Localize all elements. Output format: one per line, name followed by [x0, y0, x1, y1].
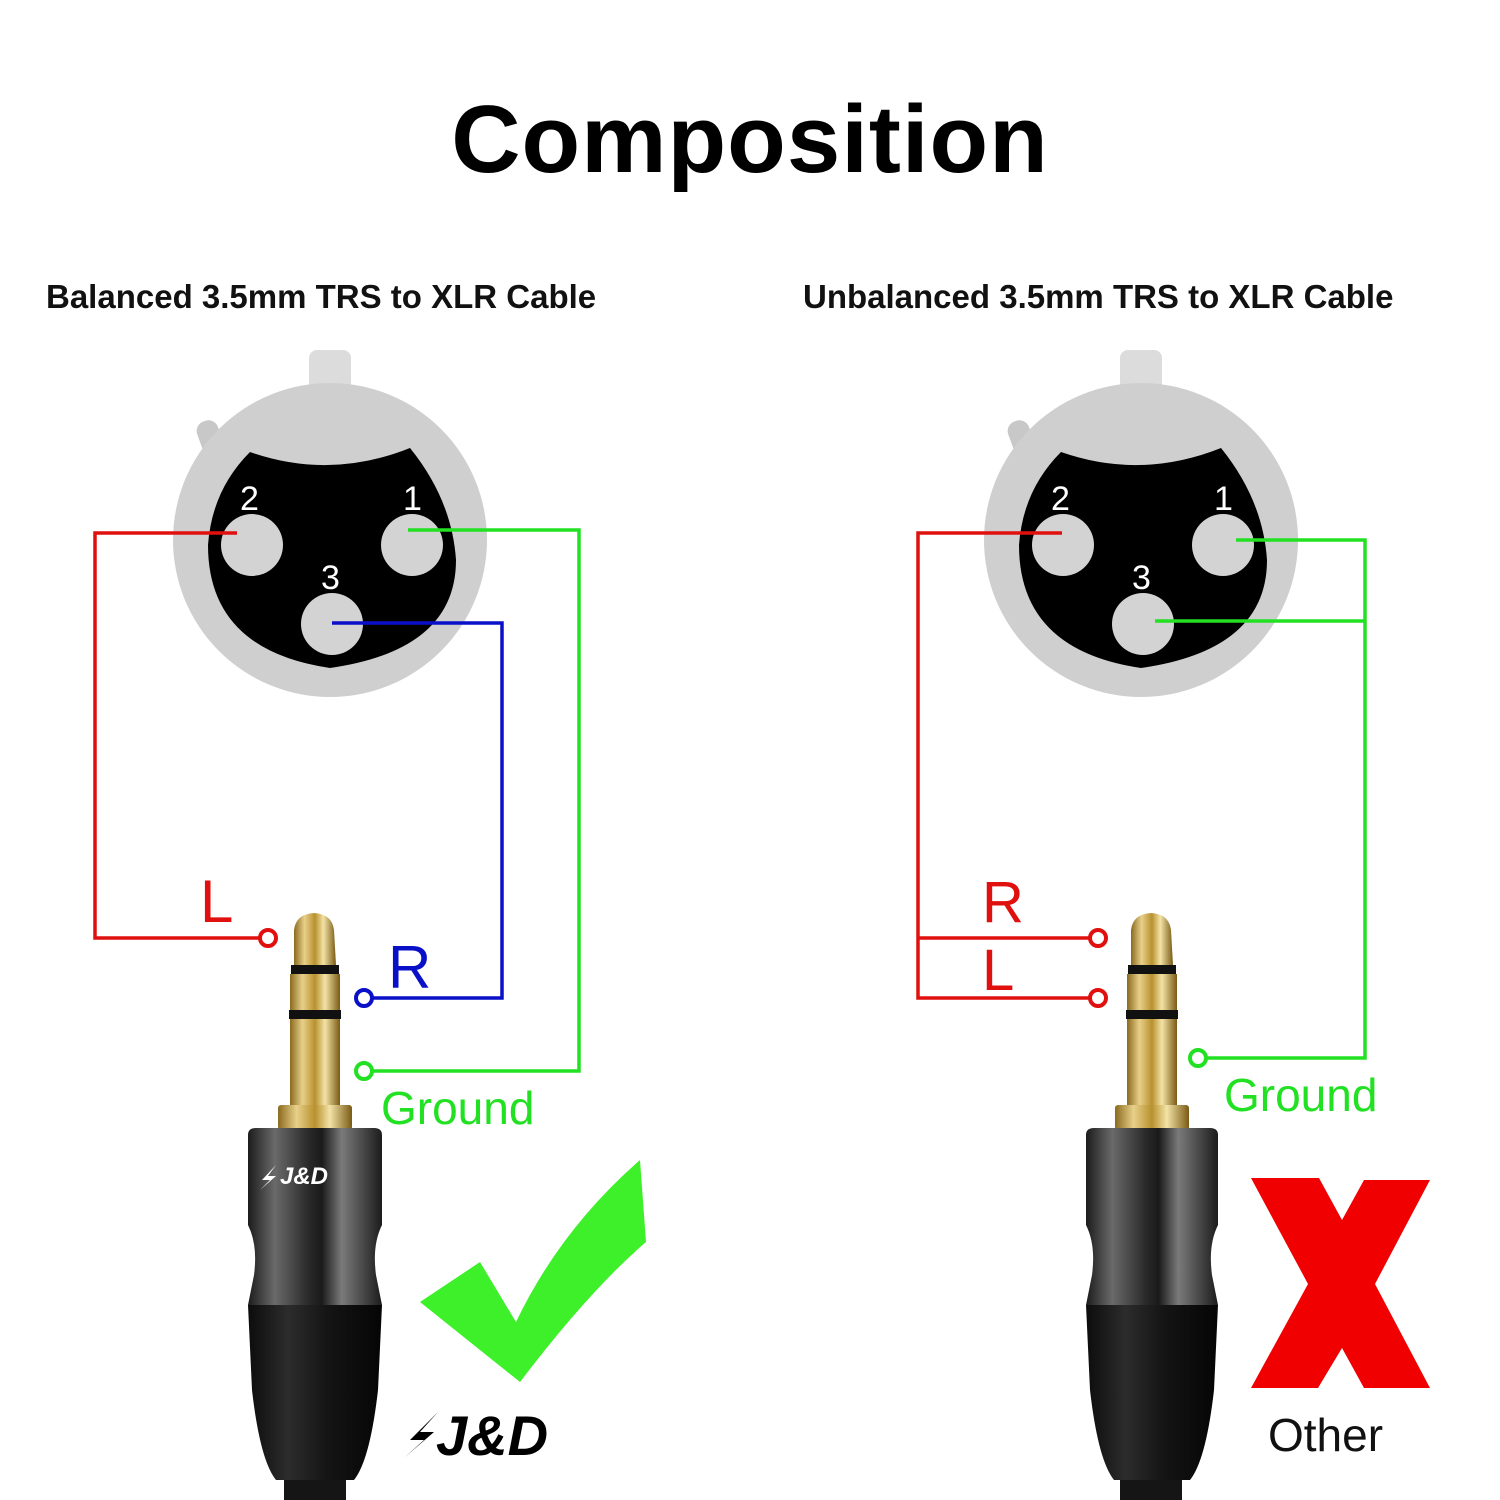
lightning-bolt-icon: [404, 1412, 438, 1458]
label-right-channel: R: [388, 934, 432, 1001]
page-title: Composition: [451, 86, 1049, 193]
pin-label-2: 2: [1051, 480, 1070, 518]
x-mark-icon: [1251, 1178, 1430, 1388]
label-ground: Ground: [1224, 1069, 1378, 1121]
trs-jack-balanced: [248, 913, 382, 1500]
pin-label-3: 3: [321, 559, 340, 597]
jack-brand-logo: J&D: [280, 1163, 329, 1190]
label-ground: Ground: [381, 1082, 535, 1134]
label-right-channel: R: [982, 870, 1024, 935]
pin-label-3: 3: [1132, 559, 1151, 597]
label-left-channel: L: [982, 938, 1015, 1003]
label-left-channel: L: [200, 868, 234, 935]
trs-jack-unbalanced: [1086, 913, 1218, 1500]
xlr-connector-balanced: [173, 350, 487, 697]
brand-logo: J&D: [436, 1404, 549, 1467]
other-caption: Other: [1268, 1409, 1384, 1461]
unbalanced-subtitle: Unbalanced 3.5mm TRS to XLR Cable: [803, 278, 1394, 315]
xlr-connector-unbalanced: [984, 350, 1298, 697]
lightning-bolt-icon-small: [260, 1165, 276, 1190]
pin-label-2: 2: [240, 480, 259, 518]
balanced-subtitle: Balanced 3.5mm TRS to XLR Cable: [46, 278, 597, 315]
pin-label-1: 1: [403, 480, 422, 518]
checkmark-icon: [420, 1160, 646, 1382]
pin-label-1: 1: [1214, 480, 1233, 518]
